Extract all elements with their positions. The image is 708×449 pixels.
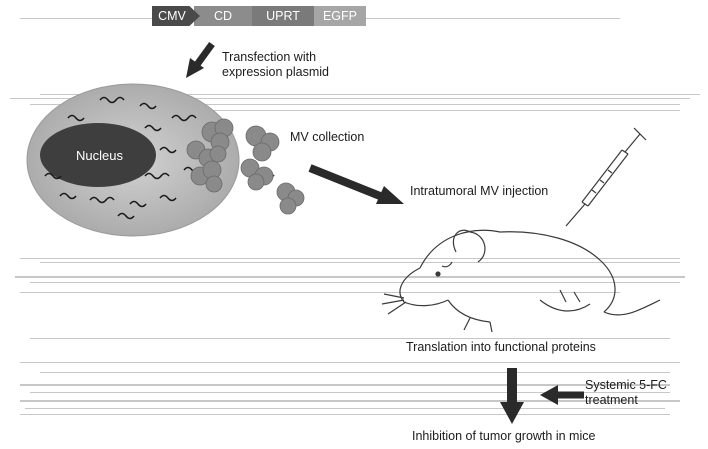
plasmid-segment-uprt: UPRT [252, 6, 314, 26]
inhibition-label: Inhibition of tumor growth in mice [412, 429, 596, 443]
mouse-illustration [381, 229, 661, 333]
transfection-label-line2: expression plasmid [222, 65, 329, 79]
plasmid-segment-egfp: EGFP [314, 6, 366, 26]
nucleus-label: Nucleus [76, 148, 123, 163]
injection-arrow [308, 164, 404, 204]
syringe [565, 127, 647, 227]
plasmid-segment-cd: CD [194, 6, 252, 26]
plasmid-segment-cmv: CMV [152, 6, 200, 26]
injection-label: Intratumoral MV injection [410, 184, 549, 198]
transfection-label-line1: Transfection with [222, 50, 317, 64]
translation-label: Translation into functional proteins [406, 340, 596, 354]
translation-arrow [500, 368, 524, 424]
microvesicles [186, 118, 305, 215]
systemic-5fc-arrow [540, 385, 584, 405]
mv-collection-label: MV collection [290, 130, 365, 144]
expression-plasmid: CMV CD UPRT EGFP [152, 6, 366, 26]
transfection-arrow [186, 41, 215, 78]
transfection-label: Transfection with expression plasmid [222, 50, 329, 80]
systemic-5fc-label: Systemic 5-FC treatment [585, 378, 667, 408]
systemic-5fc-label-line2: treatment [585, 393, 638, 407]
nucleus [40, 123, 156, 187]
systemic-5fc-label-line1: Systemic 5-FC [585, 378, 667, 392]
mrna-squiggles [44, 96, 275, 220]
